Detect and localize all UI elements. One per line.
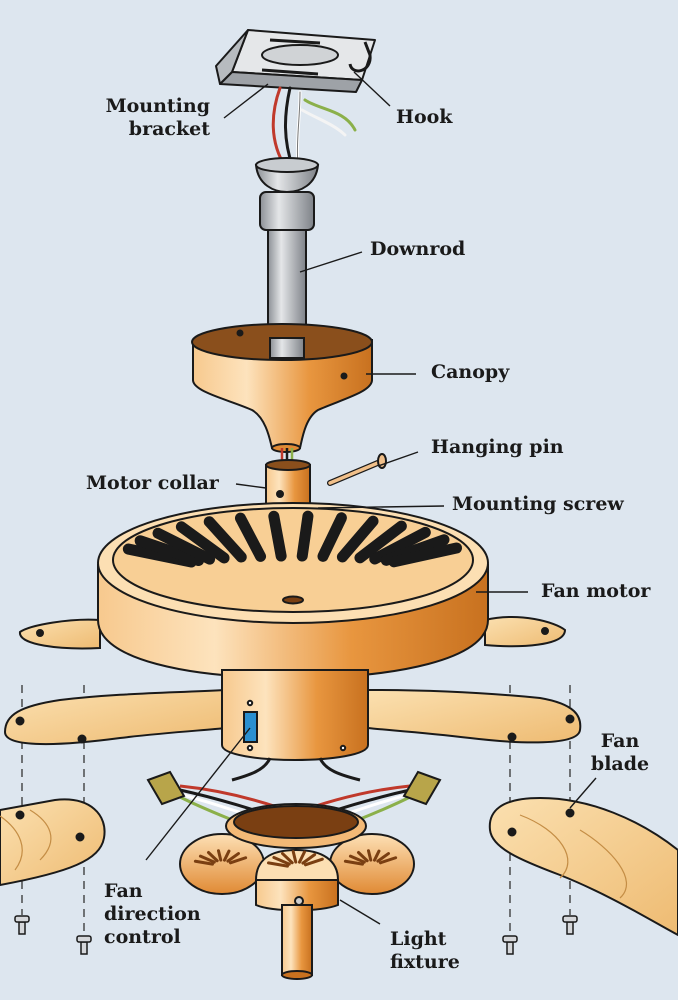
label-light-fixture-line1: Light (390, 928, 447, 950)
light-vent-slot (198, 854, 216, 864)
light-vent-slot (343, 859, 364, 866)
light-vent-slot (301, 853, 317, 865)
light-vent-slot (266, 861, 289, 868)
canopy-shape (191, 323, 373, 453)
label-fan-direction-control: Fan direction control (104, 880, 201, 949)
label-canopy: Canopy (431, 361, 510, 383)
label-fan-direction-control-line1: Fan (104, 880, 143, 902)
vent-slot (296, 510, 314, 562)
label-fan-motor: Fan motor (541, 580, 651, 602)
light-vent-slot (193, 859, 214, 866)
label-fan-blade: Fan blade (590, 730, 650, 776)
light-vent-slot (216, 849, 223, 862)
light-vent-slot (348, 854, 366, 864)
label-mounting-bracket-line1: Mounting (105, 95, 210, 117)
label-mounting-bracket: Mounting bracket (70, 95, 210, 141)
vent-slot (175, 521, 230, 564)
fan-motor-shape (19, 502, 567, 680)
light-vent-slot (226, 852, 240, 863)
light-vent-slot (357, 851, 369, 863)
label-fan-direction-control-line2: direction (104, 903, 201, 925)
blade-screw (562, 915, 578, 935)
label-fan-direction-control-line3: control (104, 926, 181, 948)
light-vent-slot (222, 849, 231, 862)
blade-screw (502, 935, 518, 955)
label-fan-blade-line1: Fan (600, 730, 640, 752)
hook-shape (348, 41, 372, 73)
blade-screw (76, 935, 92, 955)
fan-direction-switch (243, 711, 258, 743)
light-vent-slot (297, 850, 306, 864)
vent-slot (203, 516, 247, 563)
label-motor-collar: Motor collar (86, 472, 219, 494)
vent-slot (234, 512, 267, 562)
label-hook: Hook (396, 106, 453, 128)
blade-screws (14, 915, 578, 955)
label-light-fixture: Light fixture (390, 928, 460, 974)
light-vent-slot (376, 852, 390, 863)
vent-slot (388, 542, 463, 568)
light-vent-slot (372, 849, 381, 862)
wires (271, 86, 357, 170)
vent-slot (134, 535, 205, 567)
light-vent-slot (303, 857, 324, 867)
vent-slot (369, 526, 431, 565)
fan-blade-right-shape (488, 796, 678, 937)
blade-screw (14, 915, 30, 935)
light-vent-slot (272, 855, 291, 866)
label-mounting-bracket-line2: bracket (128, 118, 210, 140)
vent-slot (317, 512, 347, 562)
label-fan-blade-line2: blade (590, 753, 650, 775)
mounting-bracket-shape (215, 29, 376, 93)
vent-slot (336, 515, 379, 563)
light-vent-slot (281, 852, 294, 865)
light-vent-slot (366, 849, 373, 862)
label-downrod: Downrod (370, 238, 466, 260)
light-fixture-shape (179, 803, 415, 980)
label-hanging-pin: Hanging pin (431, 436, 564, 458)
light-vent-slot (291, 850, 298, 864)
label-mounting-screw: Mounting screw (452, 493, 624, 515)
downrod-shape (254, 157, 320, 353)
hanging-pin-shape (327, 453, 387, 486)
light-vent-slot (378, 856, 398, 865)
light-vent-slot (228, 856, 248, 865)
light-vent-slot (207, 851, 219, 863)
label-light-fixture-line2: fixture (390, 951, 460, 973)
vent-slot (354, 520, 407, 564)
vent-slot (268, 510, 287, 562)
fan-blade-left-shape (0, 798, 106, 887)
wire-nuts (146, 770, 442, 806)
vent-slot (152, 527, 216, 565)
leader-lines (145, 71, 597, 925)
motor-vents (122, 510, 463, 568)
